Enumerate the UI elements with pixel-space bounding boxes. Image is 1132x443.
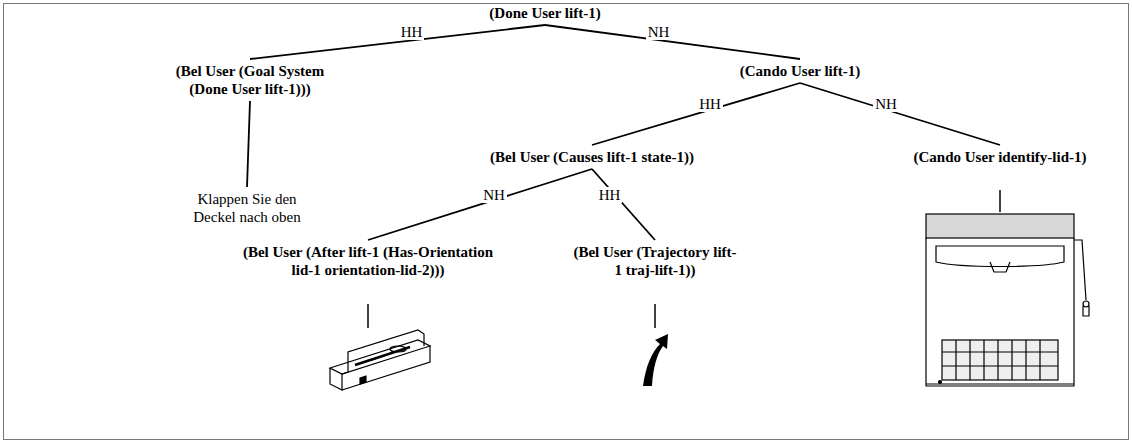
branch-label: HH <box>697 96 723 112</box>
frame <box>4 4 1129 440</box>
tree-branch <box>592 169 655 240</box>
node-text: (Bel User (After lift-1 (Has-Orientation… <box>241 243 496 279</box>
leader-line <box>367 304 369 328</box>
goal-node: (Done User lift-1) <box>487 4 603 22</box>
node-text: Klappen Sie den Deckel nach oben <box>191 190 303 226</box>
node-text: (Done User lift-1) <box>487 4 603 22</box>
node-text: (Cando User lift-1) <box>738 62 863 80</box>
branch-label: HH <box>399 24 425 40</box>
node-text: (Bel User (Trajectory lift-1 traj-lift-1… <box>571 243 739 279</box>
node-text: (Bel User (Goal System (Done User lift-1… <box>174 62 327 98</box>
branch-label: NH <box>873 96 899 112</box>
node-text: (Bel User (Causes lift-1 state-1)) <box>488 148 696 166</box>
leader-line <box>999 190 1001 212</box>
goal-node: (Bel User (Goal System (Done User lift-1… <box>174 62 327 98</box>
coffee-machine-picture <box>926 214 1089 386</box>
goal-node: (Cando User identify-lid-1) <box>911 148 1089 166</box>
branch-label: NH <box>646 24 672 40</box>
tree-branch <box>368 169 592 240</box>
goal-node: (Bel User (After lift-1 (Has-Orientation… <box>241 243 496 279</box>
trajectory-arrow <box>643 334 668 386</box>
branch-label: HH <box>597 187 623 203</box>
goal-node: (Bel User (Trajectory lift-1 traj-lift-1… <box>571 243 739 279</box>
branch-label: NH <box>481 187 507 203</box>
open-lid-picture <box>330 330 430 390</box>
tree-branch <box>800 83 1000 145</box>
node-text: (Cando User identify-lid-1) <box>911 148 1089 166</box>
tree-branch <box>592 83 800 145</box>
tree-branch <box>247 101 250 187</box>
goal-node: (Bel User (Causes lift-1 state-1)) <box>488 148 696 166</box>
tree-branch <box>250 25 545 59</box>
goal-node: (Cando User lift-1) <box>738 62 863 80</box>
tree-branch <box>545 25 800 59</box>
instruction-text: Klappen Sie den Deckel nach oben <box>191 190 303 226</box>
leader-line <box>654 304 656 328</box>
